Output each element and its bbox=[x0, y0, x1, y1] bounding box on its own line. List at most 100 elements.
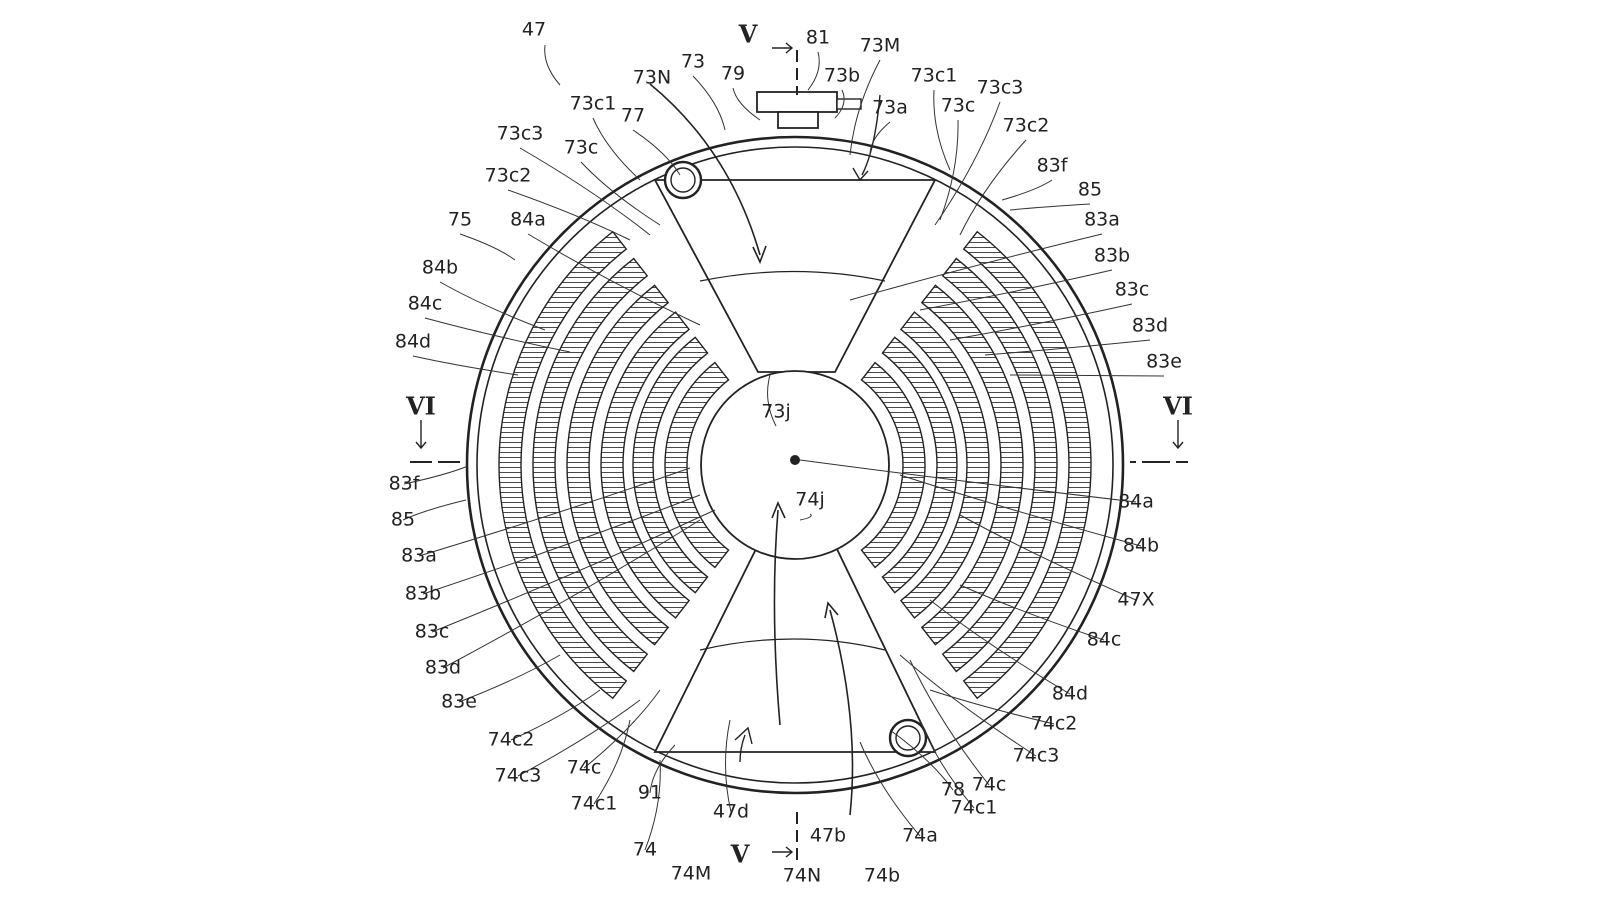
label-84a: 84a bbox=[510, 209, 546, 231]
leader-line bbox=[583, 689, 661, 769]
leader-line bbox=[849, 233, 1103, 301]
leader-line bbox=[984, 339, 1151, 356]
label-83f: 83f bbox=[389, 473, 421, 495]
label-73c3: 73c3 bbox=[497, 123, 544, 145]
label-73M: 73M bbox=[860, 35, 901, 57]
coil-band-right-4 bbox=[920, 284, 1024, 646]
leader-line bbox=[929, 689, 1055, 725]
coil-band-right-2 bbox=[881, 336, 958, 594]
label-47d: 47d bbox=[713, 801, 749, 823]
leader-line bbox=[859, 741, 921, 837]
leader-line bbox=[807, 51, 820, 91]
leader-line bbox=[909, 659, 990, 786]
label-73c2: 73c2 bbox=[1003, 115, 1050, 137]
leader-line bbox=[459, 233, 516, 261]
label-74b: 74b bbox=[864, 865, 900, 887]
label-47b: 47b bbox=[810, 825, 846, 847]
label-84a: 84a bbox=[1118, 491, 1154, 513]
label-84d: 84d bbox=[395, 331, 431, 353]
label-VI: VI bbox=[1162, 392, 1193, 421]
label-73j: 73j bbox=[761, 401, 790, 423]
leader-line bbox=[929, 599, 1071, 695]
label-83f: 83f bbox=[1037, 155, 1069, 177]
leader-line bbox=[593, 719, 631, 805]
hole-77-inner bbox=[670, 167, 696, 193]
label-73c3: 73c3 bbox=[977, 77, 1024, 99]
label-85: 85 bbox=[1078, 179, 1102, 201]
label-74a: 74a bbox=[902, 825, 938, 847]
leader-line bbox=[933, 89, 951, 171]
hole-78 bbox=[888, 718, 928, 758]
label-VI: VI bbox=[405, 392, 436, 421]
label-83a: 83a bbox=[401, 545, 437, 567]
leader-line bbox=[649, 744, 676, 794]
leader-line bbox=[959, 514, 1137, 601]
leader-line bbox=[899, 474, 1142, 547]
label-74c: 74c bbox=[972, 774, 1007, 796]
leader-line bbox=[418, 467, 691, 557]
hole-78-inner bbox=[895, 725, 921, 751]
label-75: 75 bbox=[448, 209, 472, 231]
label-V: V bbox=[738, 20, 758, 49]
leader-line bbox=[869, 121, 891, 156]
leader-line bbox=[439, 281, 546, 331]
leader-line bbox=[899, 654, 1037, 757]
label-83e: 83e bbox=[1146, 351, 1182, 373]
label-74c3: 74c3 bbox=[1013, 745, 1060, 767]
label-74c1: 74c1 bbox=[951, 797, 998, 819]
leader-line bbox=[403, 465, 469, 485]
leader-line bbox=[959, 584, 1105, 641]
label-84b: 84b bbox=[422, 257, 458, 279]
leader-line bbox=[422, 494, 701, 595]
coil-band-left-6 bbox=[498, 230, 628, 700]
leader-line bbox=[692, 75, 726, 131]
leader-line bbox=[959, 139, 1027, 236]
leader-line bbox=[934, 101, 1001, 226]
label-74M: 74M bbox=[671, 863, 712, 885]
section-lines bbox=[410, 42, 1188, 865]
leader-line bbox=[431, 509, 716, 633]
leader-line bbox=[939, 119, 959, 221]
label-74c2: 74c2 bbox=[488, 729, 535, 751]
label-77: 77 bbox=[621, 105, 645, 127]
leader-line bbox=[458, 654, 561, 703]
label-85: 85 bbox=[391, 509, 415, 531]
label-73b: 73b bbox=[824, 65, 860, 87]
label-91: 91 bbox=[638, 782, 662, 804]
leader-line bbox=[919, 269, 1113, 311]
leader-line bbox=[732, 87, 761, 121]
leader-line bbox=[949, 303, 1133, 341]
label-84b: 84b bbox=[1123, 535, 1159, 557]
leader-line bbox=[799, 513, 812, 521]
label-83b: 83b bbox=[1094, 245, 1130, 267]
label-73: 73 bbox=[681, 51, 705, 73]
leader-line bbox=[517, 699, 641, 777]
leader-line bbox=[632, 129, 681, 176]
label-74j: 74j bbox=[795, 489, 824, 511]
leader-line bbox=[1001, 179, 1053, 201]
leader-line bbox=[592, 117, 641, 181]
coil-band-left-3 bbox=[600, 311, 691, 619]
label-73c: 73c bbox=[564, 137, 599, 159]
label-83c: 83c bbox=[1115, 279, 1150, 301]
center-dot bbox=[790, 455, 800, 465]
coil-band-left-4 bbox=[566, 284, 670, 646]
connector-81 bbox=[756, 91, 862, 129]
label-83d: 83d bbox=[1132, 315, 1168, 337]
label-74c: 74c bbox=[567, 757, 602, 779]
label-73c1: 73c1 bbox=[911, 65, 958, 87]
label-84c: 84c bbox=[408, 293, 443, 315]
label-73N: 73N bbox=[633, 67, 671, 89]
leader-line bbox=[849, 59, 881, 156]
label-83e: 83e bbox=[441, 691, 477, 713]
leader-line bbox=[799, 459, 1137, 503]
leader-line bbox=[580, 161, 661, 226]
hole-77 bbox=[663, 160, 703, 200]
leader-line bbox=[644, 759, 661, 851]
label-83c: 83c bbox=[415, 621, 450, 643]
leader-line bbox=[527, 233, 701, 326]
leader-line bbox=[725, 719, 732, 813]
label-47: 47 bbox=[522, 19, 546, 41]
leader-line bbox=[519, 147, 651, 236]
leader-line bbox=[544, 44, 561, 86]
